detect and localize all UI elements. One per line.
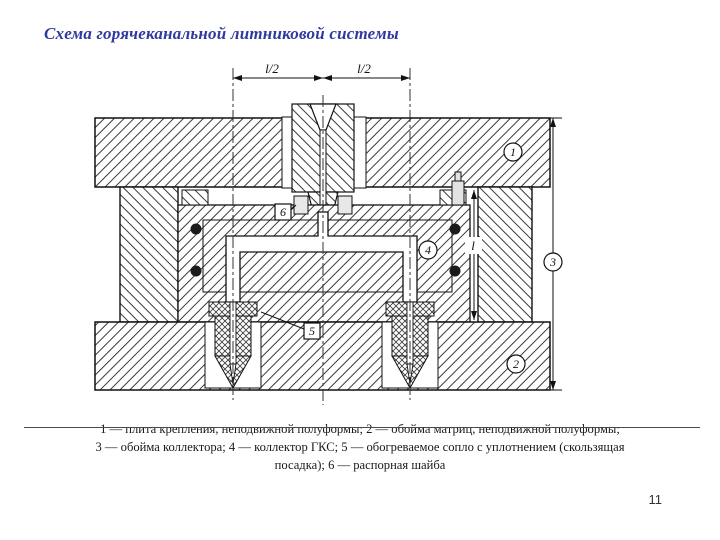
caption-line-2: 3 — обойма коллектора; 4 — коллектор ГКС… <box>95 439 625 454</box>
svg-text:1: 1 <box>510 145 516 159</box>
figure-caption: 1 — плита крепления, неподвижной полуфор… <box>0 421 720 475</box>
support-block-left <box>181 189 209 206</box>
dim-label-right: l/2 <box>357 61 371 76</box>
callout-3: 3 <box>543 252 563 272</box>
pillar-right <box>477 186 533 323</box>
callout-4: 4 <box>418 240 438 260</box>
page-title: Схема горячеканальной литниковой системы <box>44 24 399 43</box>
pillar-left <box>119 186 179 323</box>
dim-label-left: l/2 <box>265 61 279 76</box>
diagram-canvas: l/2 l/2 l 1 2 3 <box>94 61 563 405</box>
callout-5: 5 <box>260 311 321 340</box>
dim-label-side: l <box>471 238 475 253</box>
svg-text:3: 3 <box>549 255 556 269</box>
bolt-dots <box>190 223 461 277</box>
caption-divider <box>24 427 700 428</box>
callout-1: 1 <box>503 142 523 162</box>
svg-text:2: 2 <box>513 357 519 371</box>
caption-line-3: посадка); 6 — распорная шайба <box>274 457 446 472</box>
runner-channel <box>225 211 418 303</box>
page-number: 11 <box>648 492 663 507</box>
locating-pin <box>451 171 465 206</box>
callout-2: 2 <box>506 354 526 374</box>
svg-text:5: 5 <box>309 324 315 338</box>
svg-text:6: 6 <box>280 205 286 219</box>
spacer-washer <box>293 195 353 215</box>
dimension-top: l/2 l/2 <box>233 61 410 81</box>
caption-line-1: 1 — плита крепления, неподвижной полуфор… <box>100 422 620 436</box>
svg-text:4: 4 <box>425 243 431 257</box>
center-lines <box>232 68 411 405</box>
dimension-inner: l <box>465 190 482 320</box>
callout-6: 6 <box>274 203 297 221</box>
